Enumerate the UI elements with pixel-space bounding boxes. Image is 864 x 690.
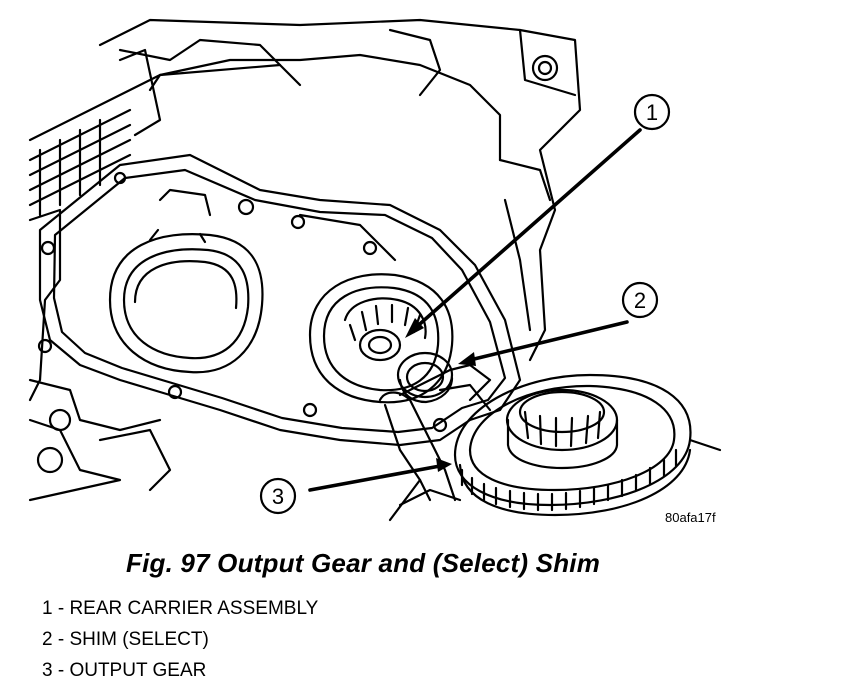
output-gear (453, 373, 722, 517)
legend-item: 1 - REAR CARRIER ASSEMBLY (42, 598, 319, 619)
callout-circle-3 (259, 477, 297, 515)
figure-caption: Fig. 97 Output Gear and (Select) Shim (126, 548, 601, 578)
legend-item: 2 - SHIM (SELECT) (42, 629, 209, 650)
callout-circle-2 (621, 281, 659, 319)
arrowhead-3 (436, 458, 452, 472)
transfer-case-housing (28, 18, 582, 502)
arrowhead-2 (458, 352, 476, 366)
legend-list: 1 - REAR CARRIER ASSEMBLY 2 - SHIM (SELE… (42, 593, 318, 686)
callout-arrows (308, 128, 642, 492)
callout-arrow-2 (468, 320, 629, 362)
front-bore (108, 228, 264, 374)
figure-code: 80afa17f (665, 510, 716, 525)
callout-number-3: 3 (272, 484, 284, 509)
rear-carrier-bore (308, 273, 454, 404)
arrowhead-1 (405, 318, 424, 338)
technical-illustration: 1 2 3 80afa17f (28, 18, 722, 525)
callout-circle-1 (633, 93, 671, 131)
legend-item: 3 - OUTPUT GEAR (42, 660, 207, 681)
callout-arrow-3 (308, 464, 442, 492)
callout-arrow-1 (411, 128, 642, 332)
callout-number-1: 1 (646, 100, 658, 125)
callout-number-2: 2 (634, 288, 646, 313)
